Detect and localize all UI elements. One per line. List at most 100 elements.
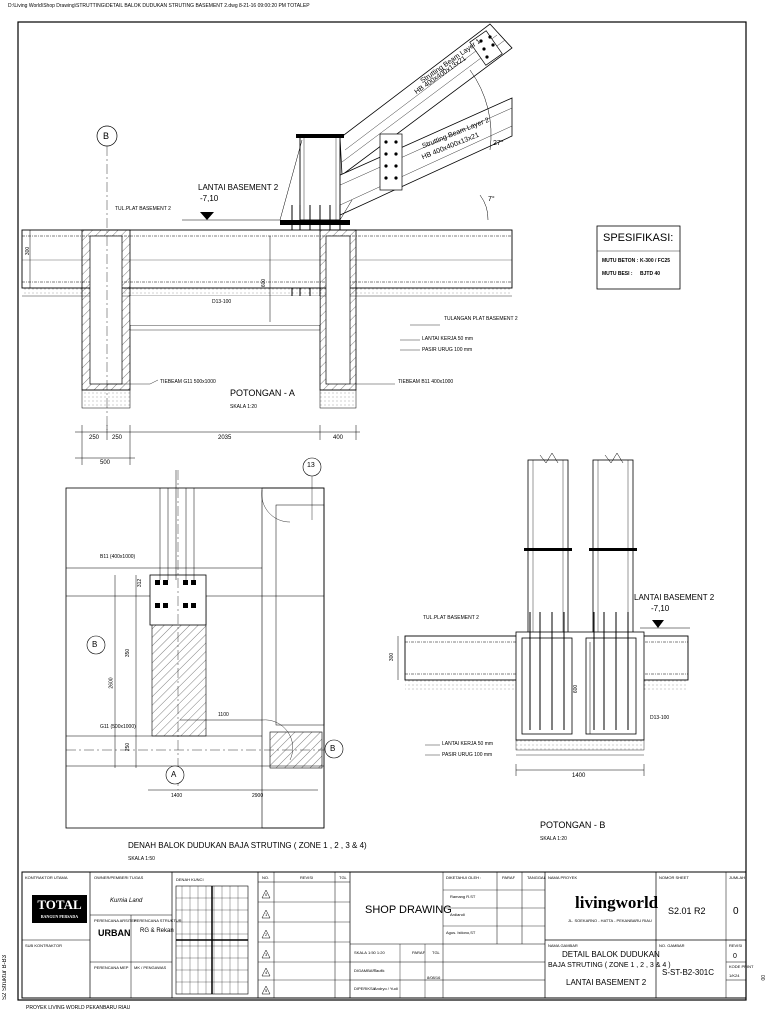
- kode-value: 1/K24: [729, 973, 740, 978]
- d13-label-a: D13-100: [212, 299, 232, 305]
- pasir-urug-label-a: PASIR URUG 100 mm: [422, 347, 473, 353]
- tgl-value: 8/08/16: [427, 975, 441, 980]
- dim-a-1: 250: [112, 435, 123, 441]
- kontraktor-utama-label: KONTRAKTOR UTAMA: [25, 875, 68, 880]
- tri-0: 0: [265, 892, 268, 897]
- angle-7: 7°: [488, 196, 495, 203]
- digambar-value: Taufik: [374, 968, 385, 973]
- denah-kunci-label: DENAH KUNCI: [176, 877, 204, 882]
- livingworld-address: JL. SOEKARNO - HATTA - PEKANBARU RIAU: [568, 918, 652, 923]
- dim-500: 500: [100, 460, 111, 466]
- dim-2600: 2600: [108, 677, 115, 689]
- tri-3: 3: [265, 952, 268, 957]
- potongan-b-title: POTONGAN - B: [540, 820, 606, 830]
- skala-plan: SKALA 1:50: [128, 856, 155, 862]
- perencana-mep-label: PERENCANA MEP: [94, 965, 129, 970]
- b11-plan-label: B11 (400x1000): [100, 554, 136, 560]
- no-gambar-label: NO. GAMBAR: [659, 943, 685, 948]
- owner-name: Kurnia Land: [110, 898, 143, 904]
- lantai-b2-label: LANTAI BASEMENT 2: [198, 183, 279, 192]
- dim-1400-plan: 1400: [171, 793, 183, 799]
- tulangan-plat-label: TULANGAN PLAT BASEMENT 2: [444, 316, 518, 322]
- revisi-label: REVISI: [729, 943, 743, 948]
- sub-kontraktor-label: SUB KONTRAKTOR: [25, 943, 63, 948]
- grid-13-label: 13: [307, 462, 315, 469]
- revisi-value: 0: [733, 953, 737, 960]
- tiebeam-b11-label: TIEBEAM B11 400x1000: [398, 379, 454, 385]
- section-a: [21, 23, 681, 465]
- mutu-besi-label: MUTU BESI :: [602, 271, 633, 277]
- mk-label: MK / PENGAWAS: [134, 965, 167, 970]
- tri-1: 1: [265, 912, 268, 917]
- diperiksa-label: DIPERIKSA: [354, 986, 376, 991]
- mutu-beton-value: K-300 / FC25: [640, 258, 671, 264]
- dim-a-0: 250: [89, 435, 100, 441]
- potongan-a-title: POTONGAN - A: [230, 388, 295, 398]
- no-gambar-value: S-ST-B2-301C: [662, 968, 715, 977]
- d13-label-b: D13-100: [650, 715, 670, 721]
- dim-250: 250: [125, 742, 132, 752]
- gambar-title-2: BAJA STRUTING ( ZONE 1 , 2 , 3 & 4 ): [548, 962, 671, 969]
- elevation-label-b: -7,10: [651, 604, 670, 613]
- angle-27: 27°: [493, 140, 504, 147]
- perencana-struktur-label: PERENCANA STRUKTUR: [134, 918, 182, 923]
- dim-1400-b: 1400: [572, 773, 586, 779]
- paraf-label: PARAF: [502, 875, 516, 880]
- section-b: [397, 452, 690, 776]
- grid-a-plan: A: [171, 770, 177, 779]
- file-path: D:\Living World\Shop Drawing\STRUTTING\D…: [8, 3, 310, 9]
- tanggal-label: TANGGAL: [527, 875, 546, 880]
- dim-600-a: 600: [261, 278, 268, 288]
- tri-2: 2: [265, 932, 268, 937]
- owner-label: OWNER/PEMBERI TUGAS: [94, 875, 144, 880]
- pasir-urug-label-b: PASIR URUG 100 mm: [442, 752, 493, 758]
- digambar-label: DIGAMBAR: [354, 968, 376, 973]
- perencana-arsitek-label: PERENCANA ARSITEK: [94, 918, 137, 923]
- paraf2-label: PARAF: [412, 950, 426, 955]
- nama-gambar-label: NAMA GAMBAR: [548, 943, 578, 948]
- skala-value-tb: 1:50 1:20: [368, 950, 385, 955]
- gambar-title-1: DETAIL BALOK DUDUKAN: [562, 950, 660, 959]
- footer-text: PROYEK LIVING WORLD PEKANBARU RIAU: [26, 1005, 131, 1011]
- mutu-beton-label: MUTU BETON :: [602, 258, 639, 264]
- grid-b-plan: B: [92, 640, 98, 649]
- grid-b-label: B: [103, 131, 110, 141]
- lantai-b2-label-b: LANTAI BASEMENT 2: [634, 593, 715, 602]
- lantai-kerja-label-a: LANTAI KERJA 50 mm: [422, 336, 474, 342]
- gambar-title-3: LANTAI BASEMENT 2: [566, 978, 647, 987]
- jumlah-value: 0: [733, 906, 739, 917]
- struktur-name: RG & Rekan: [140, 928, 174, 934]
- skala-a: SKALA 1:20: [230, 404, 257, 410]
- tgl2-label: TGL: [432, 950, 440, 955]
- key-plan: [175, 885, 249, 995]
- skala-b: SKALA 1:20: [540, 836, 567, 842]
- rev-revisi-header: REVISI: [300, 875, 314, 880]
- nama-proyek-label: NAMA PROYEK: [548, 875, 578, 880]
- revision-triangles: [261, 889, 271, 995]
- g11-plan-label: G11 (500x1000): [100, 724, 136, 730]
- sheet-border: [17, 21, 747, 1001]
- dim-300-a: 300: [25, 246, 32, 256]
- beam-section-b: [515, 631, 645, 741]
- urban-logo: URBAN: [98, 928, 131, 938]
- skala-label-tb: SKALA: [354, 950, 367, 955]
- no-sheet-value: S2.01 R2: [668, 906, 706, 916]
- tri-5: 5: [265, 988, 268, 993]
- rev-no-header: NO.: [262, 875, 270, 880]
- denah-title: DENAH BALOK DUDUKAN BAJA STRUTING ( ZONE…: [128, 841, 367, 850]
- name-1: Ardiandi: [450, 912, 465, 917]
- tri-4: 4: [265, 970, 268, 975]
- spesifikasi-title: SPESIFIKASI:: [603, 232, 674, 244]
- name-0: Ramang R.ST: [450, 894, 476, 899]
- tul-plat-label-b: TUL.PLAT BASEMENT 2: [423, 615, 479, 621]
- dim-2900: 2900: [252, 793, 264, 799]
- lantai-kerja-label-b: LANTAI KERJA 50 mm: [442, 741, 494, 747]
- elevation-label: -7,10: [200, 194, 219, 203]
- diperiksa-value: Andryo / Yudi: [374, 986, 398, 991]
- mutu-besi-value: BJTD 40: [640, 271, 661, 277]
- title-block: [21, 871, 747, 999]
- no-sheet-label: NOMOR SHEET: [659, 875, 689, 880]
- tul-plat-label: TUL.PLAT BASEMENT 2: [115, 206, 171, 212]
